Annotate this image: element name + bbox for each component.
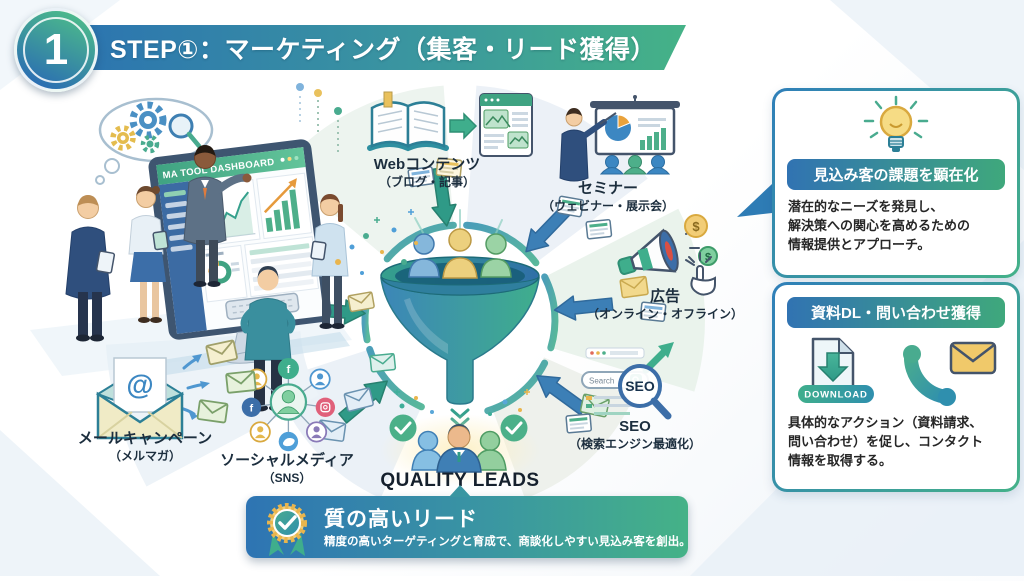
callout-tail [737, 184, 772, 217]
callout-action: 資料DL・問い合わせ獲得 DOWNLOAD 具体的なアクシ [772, 282, 1020, 492]
callout-insight-badge: 見込み客の課題を顕在化 [787, 159, 1005, 190]
ad-icon: $ $ [617, 214, 718, 296]
marketing-funnel [380, 209, 540, 428]
quality-leads-group [389, 414, 528, 473]
svg-text:$: $ [705, 252, 711, 264]
funnel-leads-people [408, 228, 512, 279]
channel-label-web: Webコンテンツ （ブログ・記事） [373, 156, 481, 189]
channel-label-social: ソーシャルメディア （SNS） [220, 452, 354, 485]
data-trail [335, 209, 418, 275]
circuit-dots [296, 83, 342, 152]
seminar-icon [559, 95, 680, 182]
team-illustration: MA TOOL DASHBOARD [65, 83, 418, 412]
check-icon [389, 414, 417, 442]
callout-insight-body: 潜在的なニーズを発見し、 解決策への関心を高めるための 情報提供とアプローチ。 [788, 199, 971, 252]
banner-title: 質の高いリード [324, 508, 478, 531]
svg-text:$: $ [692, 219, 700, 234]
person-presenter [183, 145, 252, 287]
flying-envelopes [178, 339, 257, 424]
person-woman-tablet [128, 186, 169, 323]
download-icon: DOWNLOAD [798, 337, 874, 403]
channel-label-ad: 広告 （オンライン・オフライン） [586, 288, 743, 321]
svg-text:f: f [250, 403, 254, 415]
quality-leads-label: QUALITY LEADS [380, 470, 540, 491]
channel-label-seo: SEO （検索エンジン最適化） [568, 418, 701, 451]
callout-insight: 見込み客の課題を顕在化 潜在的なニーズを発見し、 解決策への関心を高めるための … [772, 88, 1020, 278]
action-icons-row: DOWNLOAD [793, 336, 999, 408]
email-campaign-icon: @ [95, 339, 257, 440]
seo-icon: Search SEO [581, 342, 674, 420]
audience-icons [599, 155, 671, 175]
phone-email-icon [903, 341, 997, 406]
step-header-bar: STEP①：マーケティング（集客・リード獲得） [58, 25, 686, 70]
svg-text:f: f [286, 364, 290, 376]
check-icon [500, 414, 528, 442]
result-banner: 質の高いリード 精度の高いターゲティングと育成で、商談化しやすい見込み客を創出。 [246, 485, 691, 558]
step-number-badge: 1 [14, 8, 98, 92]
banner-body: 精度の高いターゲティングと育成で、商談化しやすい見込み客を創出。 [324, 536, 691, 548]
step-number: 1 [43, 25, 69, 74]
social-network-icon: f f [241, 358, 336, 452]
person-analyst-left [65, 195, 116, 342]
svg-text:SEO: SEO [625, 378, 655, 394]
click-hand-icon [688, 252, 716, 296]
callout-action-body: 具体的なアクション（資料請求、 問い合わせ）を促し、コンタクト 情報を取得する。 [788, 415, 984, 468]
lightbulb-icon [863, 95, 929, 152]
svg-text:Search: Search [589, 377, 614, 386]
channel-label-seminar: セミナー （ウェビナー・展示会） [541, 180, 674, 213]
page-title: STEP①：マーケティング（集客・リード獲得） [110, 35, 656, 64]
funnel-ring [361, 221, 559, 415]
medal-icon [267, 503, 307, 556]
callout-action-badge: 資料DL・問い合わせ獲得 [787, 297, 1005, 328]
svg-text:@: @ [126, 369, 153, 400]
sparkles [394, 389, 530, 416]
web-content-icon [367, 91, 533, 157]
svg-text:DOWNLOAD: DOWNLOAD [804, 390, 867, 401]
channel-label-email: メールキャンペーン （メルマガ） [77, 430, 213, 463]
magnifier-icon [168, 113, 194, 139]
